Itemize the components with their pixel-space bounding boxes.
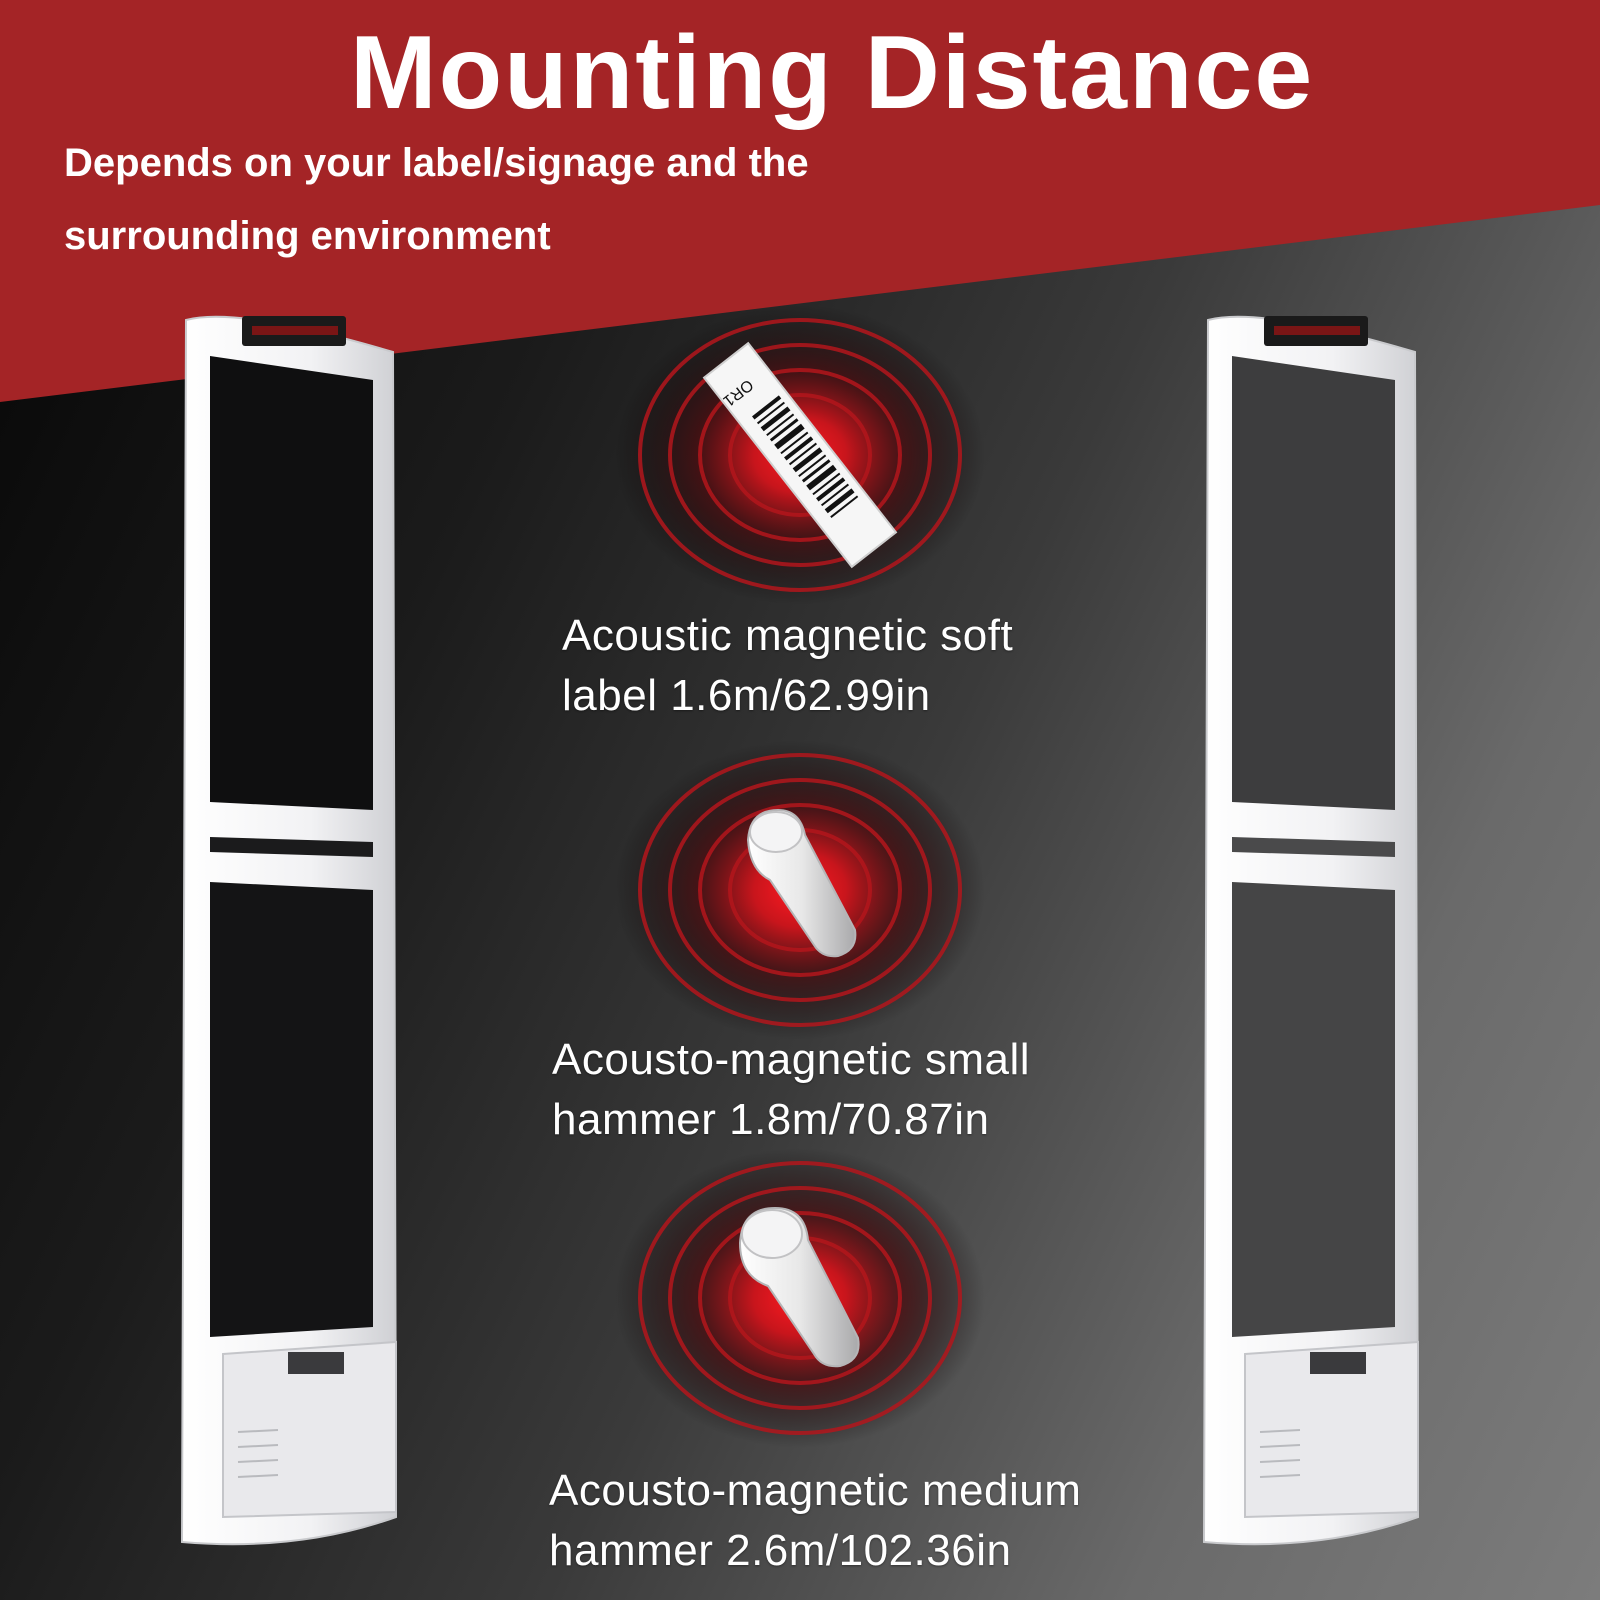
small-hammer-tag-icon <box>746 808 857 958</box>
medium-hammer-caption-line-1: Acousto-magnetic medium <box>549 1466 1082 1515</box>
medium-hammer-tag-icon <box>738 1206 860 1368</box>
small-hammer-caption-line-2: hammer 1.8m/70.87in <box>552 1095 990 1144</box>
small-hammer-tag <box>600 740 1000 1040</box>
medium-hammer-tag <box>600 1148 1000 1448</box>
left-security-gate <box>180 315 398 1546</box>
subtitle-line-1: Depends on your label/signage and the <box>64 141 809 185</box>
right-security-gate <box>1202 315 1420 1546</box>
subtitle: Depends on your label/signage and the su… <box>64 138 809 284</box>
page-title: Mounting Distance <box>350 15 1315 131</box>
soft-label-caption-line-1: Acoustic magnetic soft <box>562 611 1014 660</box>
subtitle-line-2: surrounding environment <box>64 214 551 258</box>
soft-label-icon: OR1 <box>702 341 898 569</box>
soft-label-caption: Acoustic magnetic soft label 1.6m/62.99i… <box>562 606 1013 726</box>
soft-label-caption-line-2: label 1.6m/62.99in <box>562 671 931 720</box>
small-hammer-caption-line-1: Acousto-magnetic small <box>552 1035 1031 1084</box>
small-hammer-caption: Acousto-magnetic small hammer 1.8m/70.87… <box>552 1030 1030 1150</box>
soft-label-tag: OR1 <box>600 305 1000 605</box>
medium-hammer-caption: Acousto-magnetic medium hammer 2.6m/102.… <box>549 1461 1081 1581</box>
medium-hammer-caption-line-2: hammer 2.6m/102.36in <box>549 1526 1012 1575</box>
